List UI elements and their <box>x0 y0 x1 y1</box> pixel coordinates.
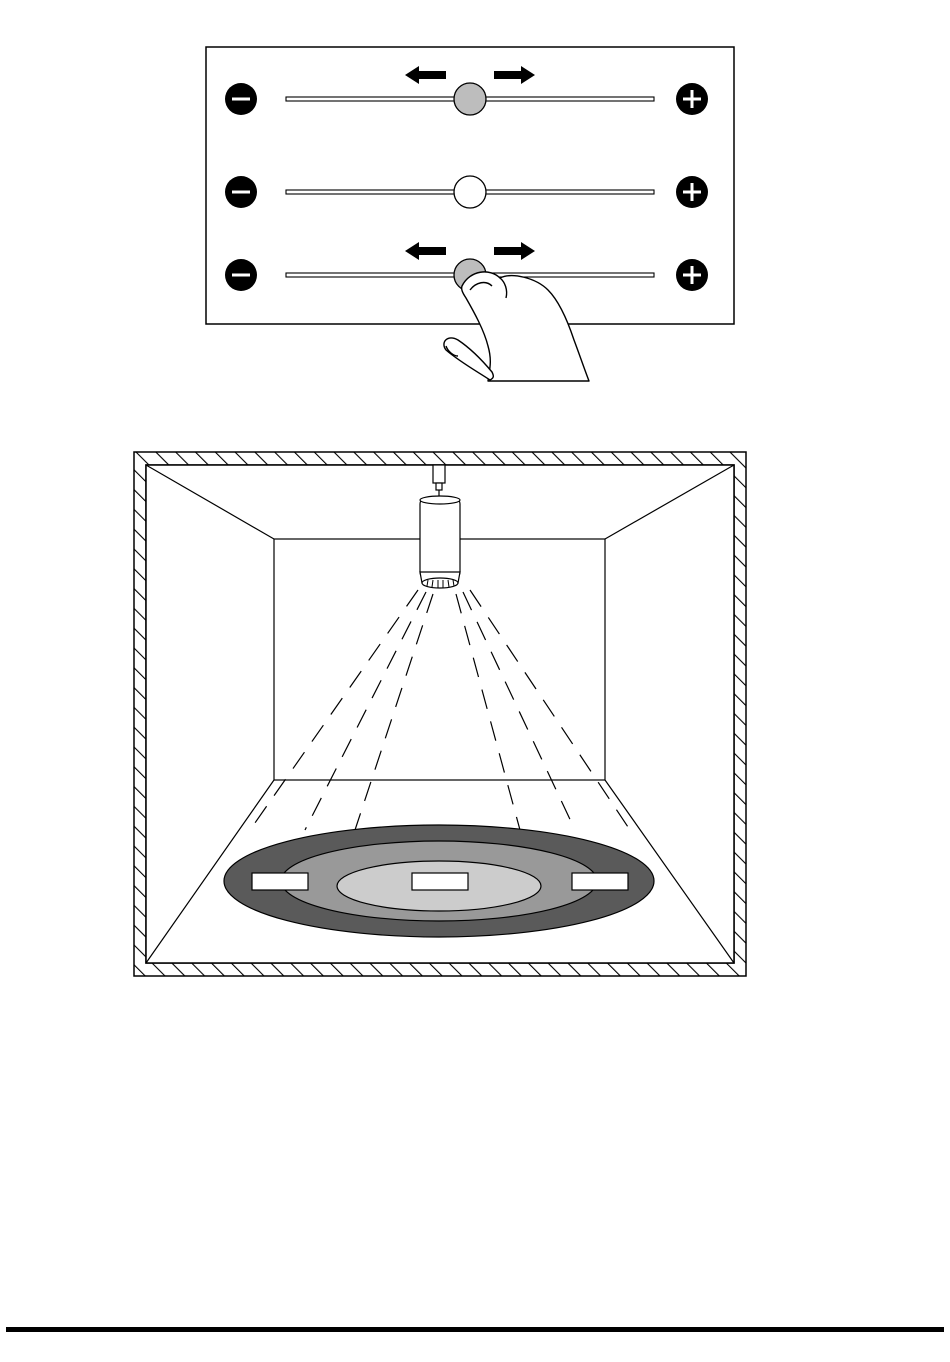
zone-label-box <box>412 873 468 890</box>
minus-circle-icon[interactable] <box>225 259 257 291</box>
zone-label-box <box>252 873 308 890</box>
plus-circle-icon[interactable] <box>676 176 708 208</box>
room-illustration <box>134 452 746 976</box>
minus-circle-icon[interactable] <box>225 83 257 115</box>
zone-labels <box>252 873 628 890</box>
slider-knob[interactable] <box>454 176 486 208</box>
zone-label-box <box>572 873 628 890</box>
dimmer-control-panel <box>206 47 734 381</box>
page-footer-rule <box>6 1327 944 1332</box>
minus-circle-icon[interactable] <box>225 176 257 208</box>
slider-knob[interactable] <box>454 83 486 115</box>
plus-circle-icon[interactable] <box>676 83 708 115</box>
plus-circle-icon[interactable] <box>676 259 708 291</box>
